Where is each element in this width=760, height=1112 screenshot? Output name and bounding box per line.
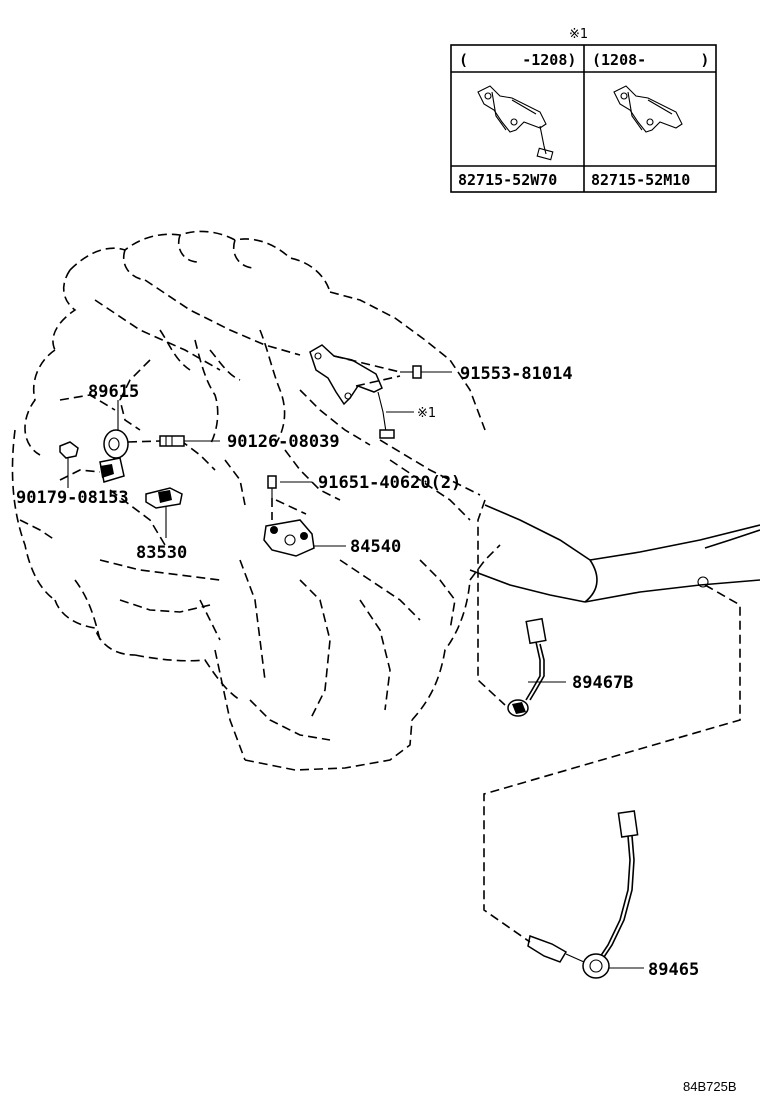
- manifold-bracket: [309, 344, 395, 439]
- sensor-83530: [145, 487, 183, 509]
- sensor-84540: [263, 519, 315, 557]
- inset-note-mark: ※1: [569, 27, 588, 42]
- bracket-sketch-right: [613, 85, 683, 133]
- figure-code: 84B725B: [683, 1079, 737, 1094]
- inset-part-right: 82715-52M10: [591, 171, 690, 189]
- oxygen-sensor-89465: [527, 810, 639, 979]
- callout-labels: 91553-81014 ※1 89615 90126-08039 90179-0…: [16, 364, 699, 980]
- exhaust-pipe: [469, 504, 760, 603]
- label-89465: 89465: [648, 960, 699, 980]
- bolt-91553: [400, 365, 422, 379]
- label-91553-81014: 91553-81014: [460, 364, 573, 384]
- knock-sensor-89615: [99, 429, 129, 483]
- inset-part-left: 82715-52W70: [458, 171, 557, 189]
- label-84540: 84540: [350, 537, 401, 557]
- bracket-sketch-left: [477, 85, 554, 161]
- label-89615: 89615: [88, 382, 139, 402]
- bolt-91651: [267, 475, 277, 498]
- label-90126-08039: 90126-08039: [227, 432, 340, 452]
- leader-lines: [67, 355, 741, 969]
- label-83530: 83530: [136, 543, 187, 563]
- label-note-1: ※1: [417, 406, 436, 421]
- inset-range-right: (1208- ): [592, 51, 709, 69]
- label-90179-08153: 90179-08153: [16, 488, 129, 508]
- stud-90126: [159, 435, 185, 447]
- label-89467b: 89467B: [572, 673, 633, 693]
- oxygen-sensor-89467b: [507, 617, 547, 717]
- inset-table: ※1 ( -1208) (1208- ) 82715-52W70 82715-5…: [450, 27, 717, 193]
- nut-90179: [59, 441, 79, 459]
- engine-outline: [11, 230, 501, 771]
- inset-range-left: ( -1208): [459, 51, 576, 69]
- label-91651-40620: 91651-40620(2): [318, 473, 461, 493]
